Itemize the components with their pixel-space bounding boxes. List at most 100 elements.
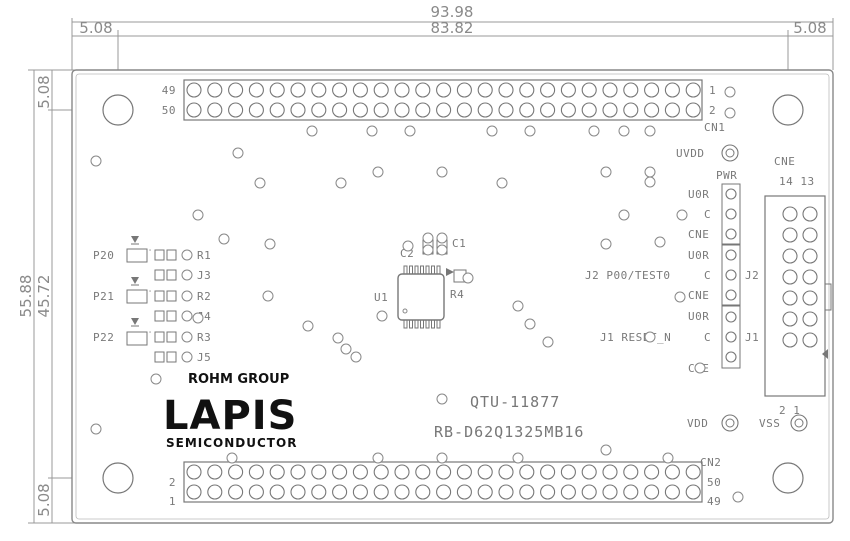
- via: [694, 362, 706, 374]
- dim-left-total: 55.88: [17, 275, 35, 318]
- via: [644, 176, 656, 188]
- cn2-pin: [311, 464, 327, 480]
- cn2-pin: [644, 464, 660, 480]
- via: [462, 272, 474, 284]
- r2-label: R2: [197, 290, 211, 303]
- cn1-pin: [248, 82, 264, 98]
- cn2-pin: [685, 464, 701, 480]
- cn2-pin: [373, 484, 389, 500]
- cn1-pin: [228, 82, 244, 98]
- cn1-pin: [311, 82, 327, 98]
- cne-pin: [802, 248, 818, 264]
- via: [90, 423, 102, 435]
- cn2-label-49: 49: [707, 495, 721, 508]
- via: [524, 318, 536, 330]
- cn1-pin: [269, 82, 285, 98]
- jumper-via: [181, 331, 193, 343]
- j1-c-label: C: [704, 331, 711, 344]
- via: [436, 166, 448, 178]
- cn2-pin: [623, 484, 639, 500]
- via: [496, 177, 508, 189]
- j2-pin-3: [725, 289, 737, 301]
- dim-left-inner: 45.72: [35, 275, 53, 318]
- cn1-pin: [248, 102, 264, 118]
- cn1-label-1: 1: [709, 84, 716, 97]
- via: [644, 331, 656, 343]
- jumper-via: [181, 310, 193, 322]
- u1-lead: [409, 265, 413, 275]
- u1-lead: [425, 265, 430, 275]
- cn1-pin: [685, 82, 701, 98]
- cn1-pin: [352, 82, 368, 98]
- pwr-pin-3: [725, 228, 737, 240]
- dim-top-total: 93.98: [431, 3, 474, 21]
- r4-label: R4: [450, 288, 464, 301]
- via: [588, 125, 600, 137]
- via: [512, 300, 524, 312]
- smd-pad: [154, 269, 165, 281]
- dim-left-top-offset: 5.08: [35, 75, 53, 108]
- cn1-pin: [477, 82, 493, 98]
- cn1-pin: [519, 102, 535, 118]
- cn2-pin: [228, 484, 244, 500]
- cn2-label-2: 2: [169, 476, 176, 489]
- u1-lead: [431, 265, 435, 275]
- led-p22-body: [126, 331, 148, 346]
- via: [302, 320, 314, 332]
- via: [676, 209, 688, 221]
- via: [90, 155, 102, 167]
- cn2-pin: [581, 464, 597, 480]
- jumper-via: [181, 290, 193, 302]
- pwr-pin-1: [725, 188, 737, 200]
- vdd-test-point-inner: [725, 418, 735, 428]
- led-p20-symbol: [131, 236, 139, 243]
- cn2-label-50: 50: [707, 476, 721, 489]
- u1-lead: [403, 265, 408, 275]
- via: [674, 291, 686, 303]
- cn1-pin: [394, 82, 410, 98]
- cne-pin: [802, 311, 818, 327]
- via: [306, 125, 318, 137]
- via: [524, 125, 536, 137]
- cne-key-notch: [824, 283, 832, 311]
- cn2-pin: [415, 484, 431, 500]
- via: [600, 166, 612, 178]
- cne-pin: [782, 206, 798, 222]
- via: [262, 290, 274, 302]
- cne-pin: [782, 248, 798, 264]
- via: [372, 452, 384, 464]
- cn2-pin: [332, 464, 348, 480]
- led-p21-symbol: [131, 277, 139, 284]
- cn1-pin: [477, 102, 493, 118]
- cn2-pin: [477, 484, 493, 500]
- via: [218, 233, 230, 245]
- j1-pin-2: [725, 331, 737, 343]
- via: [654, 236, 666, 248]
- vss-test-point-inner: [794, 418, 804, 428]
- via: [422, 244, 434, 256]
- cn1-pin: [186, 102, 202, 118]
- cne-pin: [782, 269, 798, 285]
- cn1-pin: [602, 82, 618, 98]
- via: [150, 373, 162, 385]
- cne-pin: [782, 311, 798, 327]
- cn2-pin: [207, 484, 223, 500]
- cne-pin: [782, 332, 798, 348]
- cn1-pin: [498, 102, 514, 118]
- via: [512, 452, 524, 464]
- cn1-pin: [540, 82, 556, 98]
- brand-group: ROHM GROUP: [188, 372, 289, 387]
- part-number: QTU-11877: [470, 393, 560, 411]
- cn2-label-1: 1: [169, 495, 176, 508]
- j2-pin-2: [725, 269, 737, 281]
- smd-pad: [154, 249, 165, 261]
- led-p21-body: [126, 289, 148, 304]
- dim-top-right-offset: 5.08: [793, 19, 826, 37]
- cn1-pin: [415, 102, 431, 118]
- led-p20: [126, 236, 148, 263]
- cn2-pin: [623, 464, 639, 480]
- cn1-pin: [623, 82, 639, 98]
- left-smd-pads: [149, 249, 193, 363]
- smd-pad: [154, 290, 165, 302]
- u1-lead: [431, 319, 435, 329]
